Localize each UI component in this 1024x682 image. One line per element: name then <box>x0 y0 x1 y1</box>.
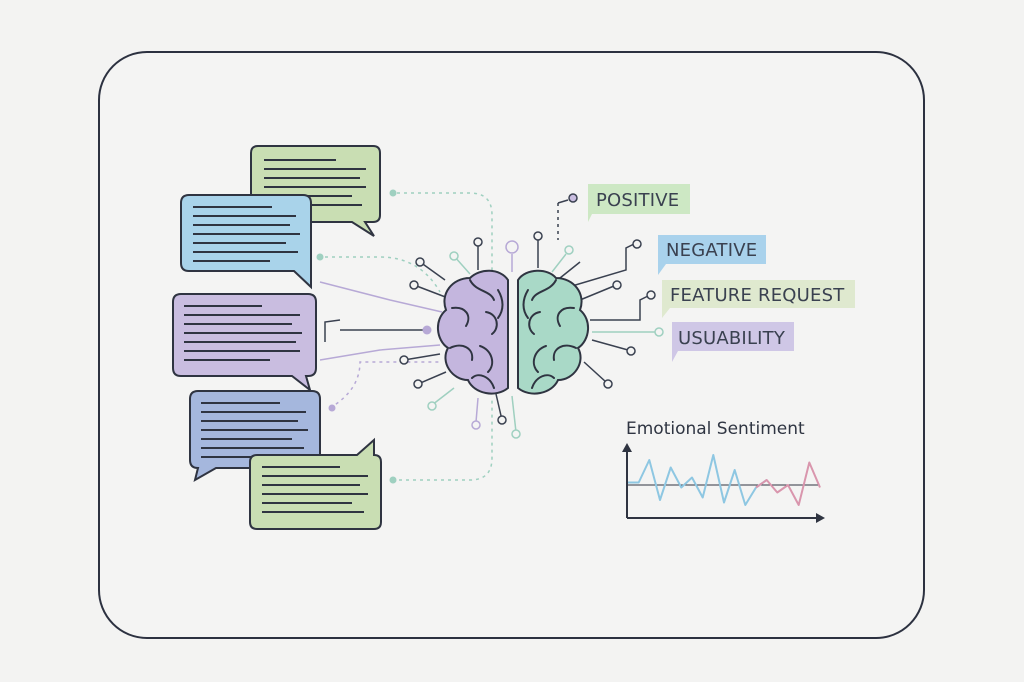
brain-icon <box>399 193 664 439</box>
tag-negative: NEGATIVE <box>658 235 766 275</box>
tag-usability-label: USUABILITY <box>678 328 786 349</box>
tag-positive-label: POSITIVE <box>596 190 679 211</box>
tag-feature-request: FEATURE REQUEST <box>662 280 855 318</box>
tag-positive: POSITIVE <box>588 184 690 222</box>
tag-negative-label: NEGATIVE <box>666 240 757 261</box>
series-layer <box>628 454 821 506</box>
tag-feature-request-label: FEATURE REQUEST <box>670 285 845 306</box>
sentiment-tags: POSITIVE NEGATIVE FEATURE REQUEST USUABI… <box>588 184 855 362</box>
sentiment-series-2 <box>755 461 821 506</box>
y-axis-arrow <box>622 443 632 452</box>
sentiment-chart: Emotional Sentiment <box>622 419 825 523</box>
bubble-connectors <box>316 189 493 484</box>
x-axis-arrow <box>816 513 825 523</box>
chart-title: Emotional Sentiment <box>626 419 805 439</box>
tag-usability: USUABILITY <box>672 322 794 362</box>
speech-bubble-icon <box>172 145 382 530</box>
sentiment-series-1 <box>628 454 768 506</box>
